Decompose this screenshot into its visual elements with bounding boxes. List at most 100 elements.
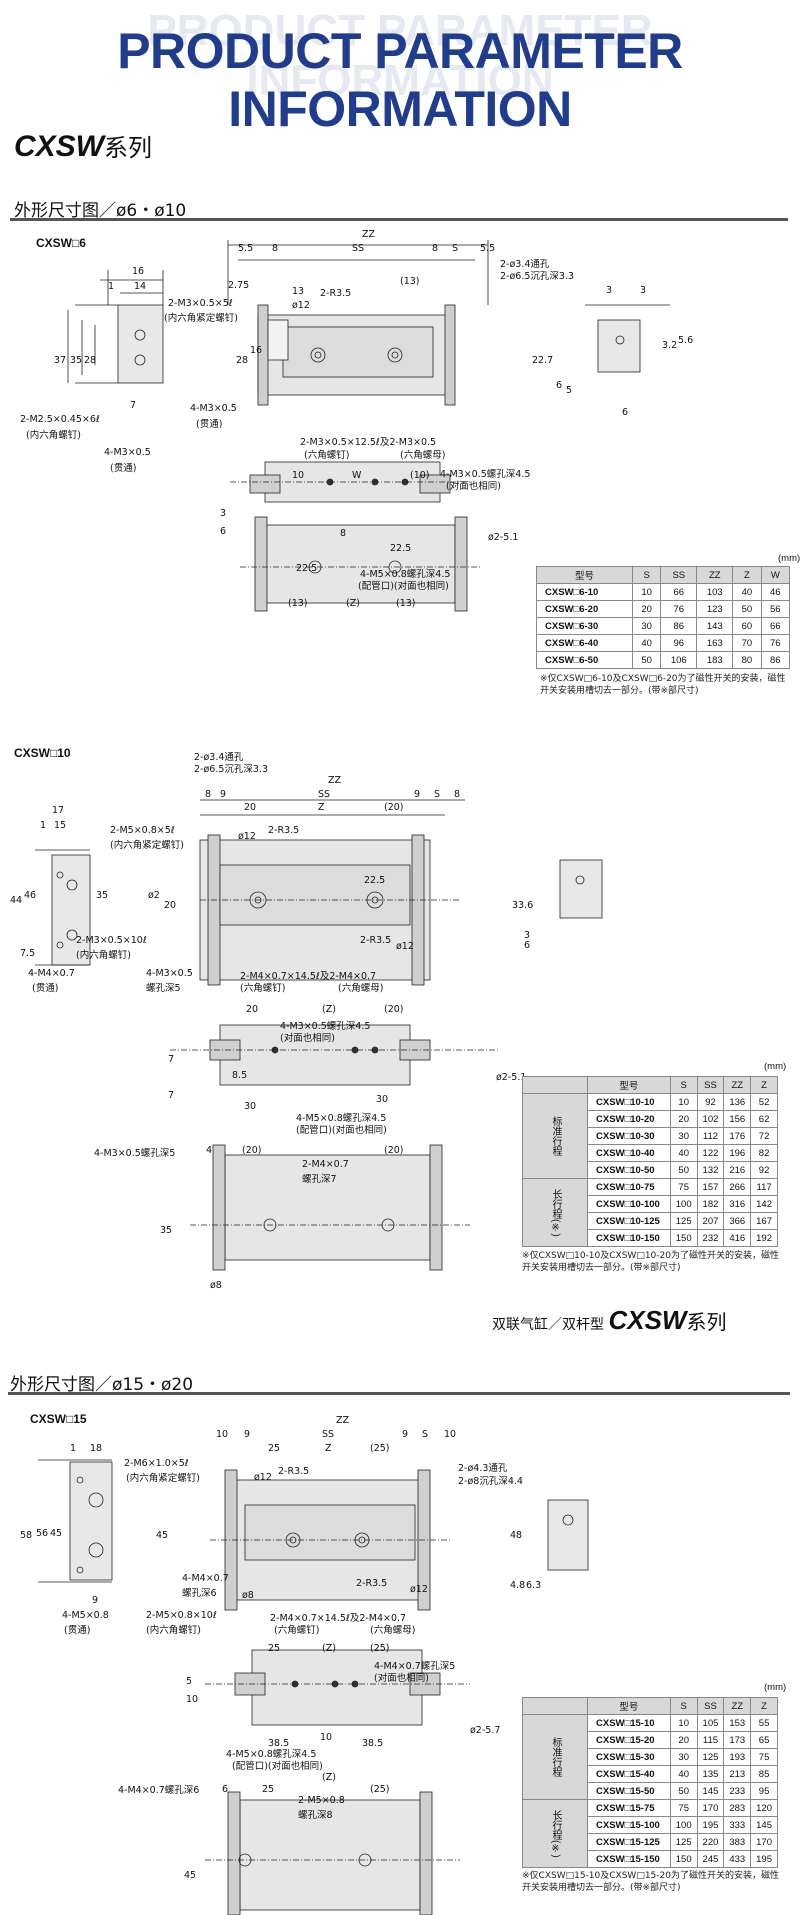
dim-7: 7 xyxy=(130,400,137,411)
m10-dim-s: S xyxy=(434,789,441,800)
table-cell: 40 xyxy=(631,634,662,652)
table-cell: CXSW□10-150 xyxy=(587,1229,671,1247)
model15-label: CXSW□15 xyxy=(30,1412,87,1426)
model6-body-bottom xyxy=(264,524,456,604)
m10-callout-14: 4-M3×0.5螺孔深4.5 xyxy=(280,1021,371,1032)
callout-4m3-depth-note: (对面也相同) xyxy=(446,481,501,492)
dim-1: 1 xyxy=(108,281,115,292)
m10-dim-46: 46 xyxy=(24,890,37,901)
table-cell: CXSW□6-20 xyxy=(536,600,633,618)
table-cell: CXSW□15-100 xyxy=(587,1816,671,1834)
m10-dim-20-paren: (20) xyxy=(384,802,404,813)
col-ss: SS xyxy=(660,566,698,584)
m15-callout-13: (六角螺母) xyxy=(370,1625,416,1636)
dim-d12: ø12 xyxy=(292,300,310,311)
m10-dim-20-side: 20 xyxy=(246,1004,259,1015)
table-cell: 106 xyxy=(660,651,698,669)
table-cell: 100 xyxy=(669,1195,698,1213)
dim-r3-5: 2-R3.5 xyxy=(320,288,352,299)
dim-zz: ZZ xyxy=(362,229,376,240)
dim-5: 5 xyxy=(566,385,573,396)
dim-37: 37 xyxy=(54,355,67,366)
dim-w: W xyxy=(352,470,362,481)
group-standard-stroke: 标准行程 xyxy=(522,1714,588,1800)
table-cell: 153 xyxy=(723,1714,752,1732)
m15-dim-45-b: 45 xyxy=(156,1530,169,1541)
section1-heading: 外形尺寸图／ø6・ø10 xyxy=(14,201,187,221)
m10-callout-17: (配管口)(对面也相同) xyxy=(296,1125,387,1136)
table-cell: 170 xyxy=(696,1799,725,1817)
table-cell: 86 xyxy=(660,617,698,635)
m15-dim-25-side-paren: (25) xyxy=(370,1643,390,1654)
table-cell: 75 xyxy=(669,1799,698,1817)
table-cell: 366 xyxy=(723,1212,752,1230)
table-cell: 220 xyxy=(696,1833,725,1851)
dim-22-7: 22.7 xyxy=(532,355,554,366)
table-cell: CXSW□10-20 xyxy=(587,1110,671,1128)
dim-28-b: 28 xyxy=(236,355,249,366)
table-cell: 316 xyxy=(723,1195,752,1213)
table-cell: 216 xyxy=(723,1161,752,1179)
table-cell: 245 xyxy=(696,1850,725,1868)
m15-callout-9: 4-M5×0.8 xyxy=(62,1610,109,1621)
table-cell: 122 xyxy=(696,1144,725,1162)
dim-5-6: 5.6 xyxy=(678,335,694,346)
m15-dim-9-right: 9 xyxy=(402,1429,409,1440)
col-model: 型号 xyxy=(536,566,633,584)
dim-16-b: 16 xyxy=(250,345,263,356)
callout-set-screw: 2-M3×0.5×5ℓ xyxy=(168,298,233,309)
callout-hex-screw: 2-M3×0.5×12.5ℓ及2-M3×0.5 xyxy=(300,437,437,448)
model10-label: CXSW□10 xyxy=(14,746,71,760)
m10-dim-6: 6 xyxy=(524,940,531,951)
col-zz: ZZ xyxy=(696,566,734,584)
section2-heading: 外形尺寸图／ø15・ø20 xyxy=(10,1375,194,1395)
table-cell: 55 xyxy=(750,1714,778,1732)
series-suffix: 系列 xyxy=(104,135,152,162)
table-cell: 82 xyxy=(750,1144,778,1162)
m15-col-z: Z xyxy=(750,1697,778,1715)
table-cell: 195 xyxy=(750,1850,778,1868)
m10-dim-22-5: 22.5 xyxy=(364,875,386,886)
m15-callout-12: (六角螺钉) xyxy=(274,1625,320,1636)
m10-dim-8-5: 8.5 xyxy=(232,1070,248,1081)
dim-3-right-a: 3 xyxy=(606,285,613,296)
table-cell: 75 xyxy=(750,1748,778,1766)
table-cell: 120 xyxy=(750,1799,778,1817)
callout-set-screw-note: (内六角紧定螺钉) xyxy=(164,313,238,324)
table-cell: CXSW□10-50 xyxy=(587,1161,671,1179)
m10-callout-19: 2-M4×0.7 xyxy=(302,1159,349,1170)
m15-dim-9-left: 9 xyxy=(244,1429,251,1440)
m10-dim-z-paren: (Z) xyxy=(322,1004,336,1015)
m15-dim-d12: ø12 xyxy=(254,1472,272,1483)
m10-dim-d12-b: ø12 xyxy=(396,941,414,952)
table-cell: 102 xyxy=(696,1110,725,1128)
dim-s: S xyxy=(452,243,459,254)
table-cell: 150 xyxy=(669,1229,698,1247)
dim-5-5-left: 5.5 xyxy=(238,243,254,254)
m10-dim-d2-5-1: ø2-5.1 xyxy=(496,1072,527,1083)
table-cell: 163 xyxy=(696,634,734,652)
dim-ss: SS xyxy=(352,243,365,254)
model15-table-header: 型号 S SS ZZ Z xyxy=(522,1697,778,1715)
dim-8-right: 8 xyxy=(432,243,439,254)
table-cell: CXSW□15-50 xyxy=(587,1782,671,1800)
m15-callout-14: 4-M4×0.7螺孔深5 xyxy=(374,1661,456,1672)
table-cell: 86 xyxy=(760,651,791,669)
table-cell: 66 xyxy=(760,617,791,635)
m10-callout-6: (内六角螺钉) xyxy=(76,950,131,961)
m15-callout-15: (对面也相同) xyxy=(374,1673,429,1684)
dim-z-paren: (Z) xyxy=(346,598,360,609)
m10-dim-9-right: 9 xyxy=(414,789,421,800)
m15-col-s: S xyxy=(669,1697,698,1715)
m15-dim-z-paren: (Z) xyxy=(322,1643,336,1654)
model6-end-plate-right xyxy=(597,319,641,373)
